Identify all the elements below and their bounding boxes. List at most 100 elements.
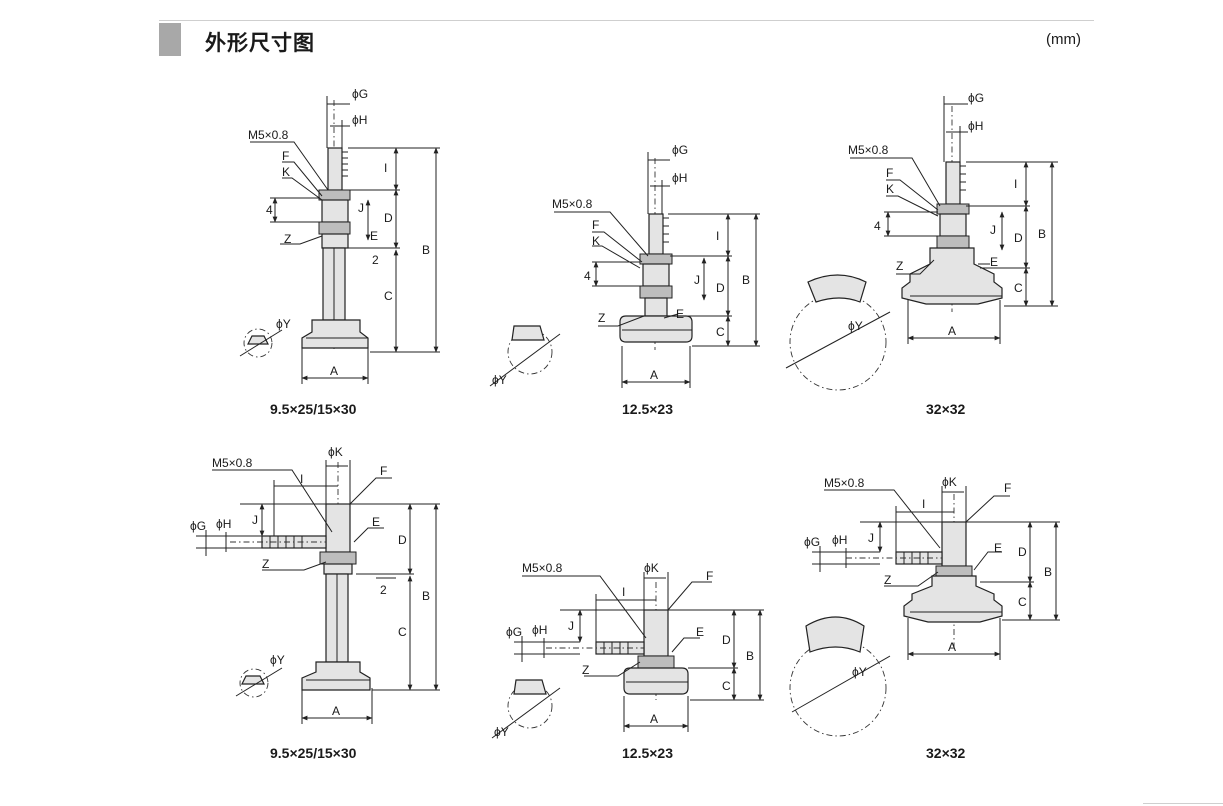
fig5-k-label: ϕK <box>644 561 659 575</box>
fig5-c-label: C <box>722 679 731 693</box>
fig2-c-label: C <box>716 325 725 339</box>
fig6-k-label: ϕK <box>942 475 957 489</box>
fig5-y-label: ϕY <box>494 725 509 739</box>
fig5-g-label: ϕG <box>506 625 522 639</box>
fig3-f-label: F <box>886 166 893 180</box>
fig5-h-label: ϕH <box>532 623 547 637</box>
fig1-b-label: B <box>422 243 430 257</box>
fig4-h-label: ϕH <box>216 517 231 531</box>
fig6-h-label: ϕH <box>832 533 847 547</box>
fig6-e-label: E <box>994 541 1002 555</box>
fig6-b-label: B <box>1044 565 1052 579</box>
fig1-z-label: Z <box>284 232 291 246</box>
fig5-i-label: I <box>622 585 625 599</box>
fig1-c-label: C <box>384 289 393 303</box>
fig6-thread-label: M5×0.8 <box>824 476 865 490</box>
fig5-thread-label: M5×0.8 <box>522 561 563 575</box>
fig4-e-label: E <box>372 515 380 529</box>
drawing-vertical-32x32 <box>785 96 1058 391</box>
fig6-c-label: C <box>1018 595 1027 609</box>
fig4-d-label: D <box>398 533 407 547</box>
fig6-a-label: A <box>948 640 956 654</box>
fig3-four-label: 4 <box>874 219 881 233</box>
fig2-e-label: E <box>676 307 684 321</box>
fig3-z-label: Z <box>896 259 903 273</box>
fig4-f-label: F <box>380 464 387 478</box>
fig1-e-label: E <box>370 229 378 243</box>
fig4-k-label: ϕK <box>328 445 343 459</box>
fig1-d-label: D <box>384 211 393 225</box>
page-title: 外形尺寸图 <box>205 31 315 55</box>
fig6-y-label: ϕY <box>852 665 867 679</box>
fig3-b-label: B <box>1038 227 1046 241</box>
header-accent-bar <box>159 23 181 56</box>
drawing-sideport-32x32 <box>789 486 1060 737</box>
fig5-a-label: A <box>650 712 658 726</box>
fig5-b-label: B <box>746 649 754 663</box>
fig4-two-label: 2 <box>380 583 387 597</box>
fig3-g-label: ϕG <box>968 91 984 105</box>
fig2-i-label: I <box>716 229 719 243</box>
fig3-a-label: A <box>948 324 956 338</box>
fig2-caption: 12.5×23 <box>622 401 673 417</box>
fig3-c-label: C <box>1014 281 1023 295</box>
fig3-thread-label: M5×0.8 <box>848 143 889 157</box>
fig4-y-label: ϕY <box>270 653 285 667</box>
fig1-caption: 9.5×25/15×30 <box>270 401 357 417</box>
unit-label: (mm) <box>1046 31 1081 48</box>
fig2-f-label: F <box>592 218 599 232</box>
fig6-d-label: D <box>1018 545 1027 559</box>
footer-rule <box>1143 803 1223 804</box>
fig4-i-label: I <box>300 472 303 486</box>
fig4-j-label: J <box>252 513 258 527</box>
fig4-g-label: ϕG <box>190 519 206 533</box>
fig6-g-label: ϕG <box>804 535 820 549</box>
fig5-z-label: Z <box>582 663 589 677</box>
fig6-caption: 32×32 <box>926 745 966 761</box>
fig6-i-label: I <box>922 497 925 511</box>
fig1-h-label: ϕH <box>352 113 367 127</box>
fig5-caption: 12.5×23 <box>622 745 673 761</box>
drawing-sideport-12-5x23 <box>491 572 764 739</box>
fig1-i-label: I <box>384 161 387 175</box>
fig1-j-label: J <box>358 201 364 215</box>
fig2-four-label: 4 <box>584 269 591 283</box>
fig2-y-label: ϕY <box>492 373 507 387</box>
fig1-y-label: ϕY <box>276 317 291 331</box>
fig1-four-label: 4 <box>266 203 273 217</box>
fig3-caption: 32×32 <box>926 401 966 417</box>
fig4-a-label: A <box>332 704 340 718</box>
fig4-b-label: B <box>422 589 430 603</box>
fig2-thread-label: M5×0.8 <box>552 197 593 211</box>
fig6-f-label: F <box>1004 481 1011 495</box>
fig3-k-label: K <box>886 182 894 196</box>
fig1-k-label: K <box>282 165 290 179</box>
fig4-z-label: Z <box>262 557 269 571</box>
fig3-d-label: D <box>1014 231 1023 245</box>
fig3-y-label: ϕY <box>848 319 863 333</box>
fig2-z-label: Z <box>598 311 605 325</box>
fig3-h-label: ϕH <box>968 119 983 133</box>
fig4-c-label: C <box>398 625 407 639</box>
fig2-j-label: J <box>694 273 700 287</box>
fig5-e-label: E <box>696 625 704 639</box>
fig1-thread-label: M5×0.8 <box>248 128 289 142</box>
fig6-j-label: J <box>868 531 874 545</box>
fig3-i-label: I <box>1014 177 1017 191</box>
fig4-thread-label: M5×0.8 <box>212 456 253 470</box>
fig3-e-label: E <box>990 255 998 269</box>
fig5-f-label: F <box>706 569 713 583</box>
drawing-vertical-9-5x25 <box>239 96 440 384</box>
fig1-a-label: A <box>330 364 338 378</box>
fig2-d-label: D <box>716 281 725 295</box>
drawing-sideport-9-5x25 <box>196 460 440 724</box>
fig1-f-label: F <box>282 149 289 163</box>
fig1-g-label: ϕG <box>352 87 368 101</box>
drawing-vertical-12-5x23 <box>489 152 760 388</box>
header-rule <box>159 20 1094 21</box>
fig1-two-label: 2 <box>372 253 379 267</box>
fig2-b-label: B <box>742 273 750 287</box>
fig3-j-label: J <box>990 223 996 237</box>
fig6-z-label: Z <box>884 573 891 587</box>
